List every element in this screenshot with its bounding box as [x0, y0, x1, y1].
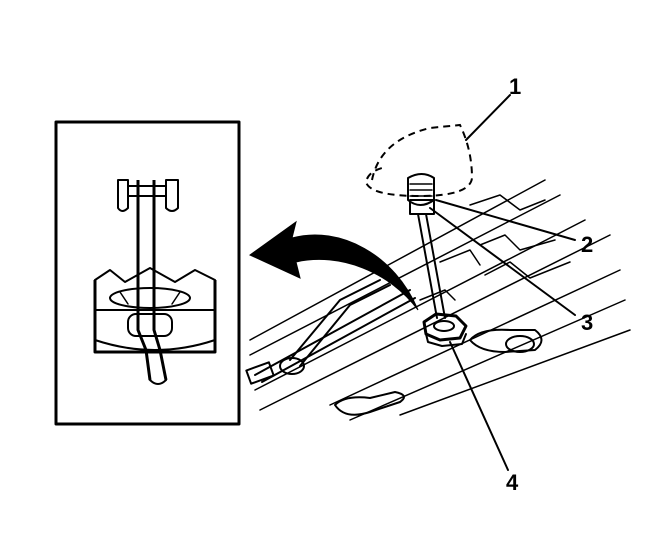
hoist-cable-icon	[417, 213, 446, 319]
callout-3: 3	[581, 310, 593, 335]
spare-tire-hoist	[364, 123, 474, 347]
hoist-body-icon	[407, 173, 435, 215]
leader-lines	[429, 94, 576, 471]
detail-inset	[54, 120, 241, 426]
curved-arrow-icon	[249, 220, 419, 311]
vehicle-underbody	[245, 179, 631, 421]
callout-4: 4	[506, 470, 519, 495]
retainer-nut-icon	[422, 312, 468, 347]
spare-tire-outline	[364, 123, 474, 198]
tool-icon	[93, 179, 217, 385]
callout-2: 2	[581, 232, 593, 257]
callout-1: 1	[509, 74, 521, 99]
